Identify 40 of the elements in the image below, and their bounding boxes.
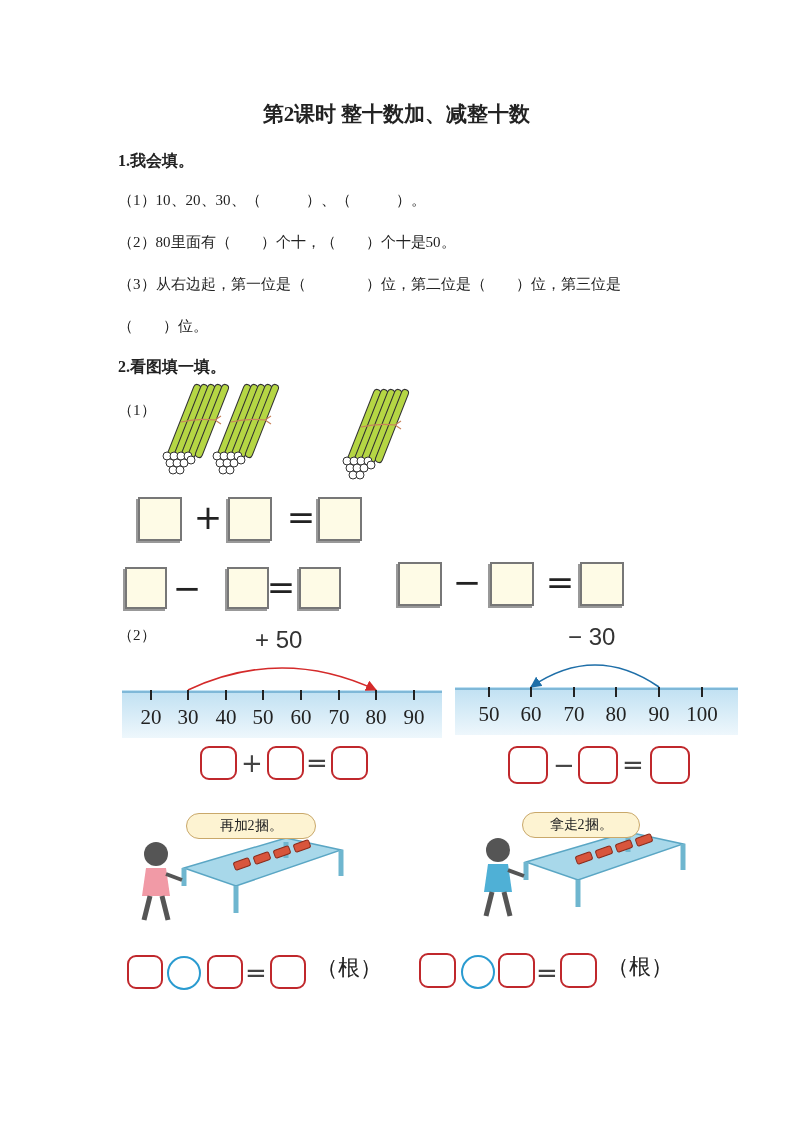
equals-sign: = (285, 497, 317, 537)
question-text: （3）从右边起，第一位是（ ）位，第二位是（ ）位，第三位是（ ）位。 (118, 275, 622, 336)
question-text: （2）80里面有（ ）个十，（ ）个十是50。 (118, 233, 457, 252)
tick-label: 100 (685, 701, 719, 727)
minus-sign: − (452, 562, 482, 602)
speech-bubble: 再加2捆。 (186, 813, 316, 839)
tick-label: 60 (519, 701, 543, 727)
unit-text: （根） (316, 954, 376, 982)
question-number: （1） (118, 401, 157, 420)
tick-label: 70 (327, 704, 351, 730)
minus-sign: − (172, 568, 202, 608)
equals-sign: = (621, 749, 645, 782)
tick-label: 80 (604, 701, 628, 727)
plus-sign: + (192, 497, 224, 537)
equals-sign: = (535, 957, 559, 990)
equals-sign: = (244, 957, 268, 990)
minus-sign: − (552, 749, 576, 782)
tick-label: 40 (214, 704, 238, 730)
tick-label: 50 (477, 701, 501, 727)
tick-label: 70 (562, 701, 586, 727)
equals-sign: = (265, 567, 297, 607)
equals-sign: = (305, 747, 329, 780)
plus-sign: + (240, 747, 264, 780)
jump-arrow (187, 667, 378, 692)
jump-arrow (530, 664, 660, 688)
question-number: （2） (118, 626, 157, 645)
tick-label: 90 (647, 701, 671, 727)
unit-text: （根） (607, 953, 667, 981)
section-heading: 1.我会填。 (118, 151, 195, 171)
tick-label: 90 (402, 704, 426, 730)
worksheet-title: 第2课时 整十数加、减整十数 (261, 101, 532, 128)
tick-label: 50 (251, 704, 275, 730)
tick-label: 80 (364, 704, 388, 730)
section-heading: 2.看图填一填。 (118, 357, 227, 377)
tick-label: 30 (176, 704, 200, 730)
equals-sign: = (544, 562, 576, 602)
tick-label: 60 (289, 704, 313, 730)
question-text: （1）10、20、30、（ ）、（ ）。 (118, 191, 427, 210)
speech-bubble: 拿走2捆。 (522, 812, 640, 838)
tick-label: 20 (139, 704, 163, 730)
